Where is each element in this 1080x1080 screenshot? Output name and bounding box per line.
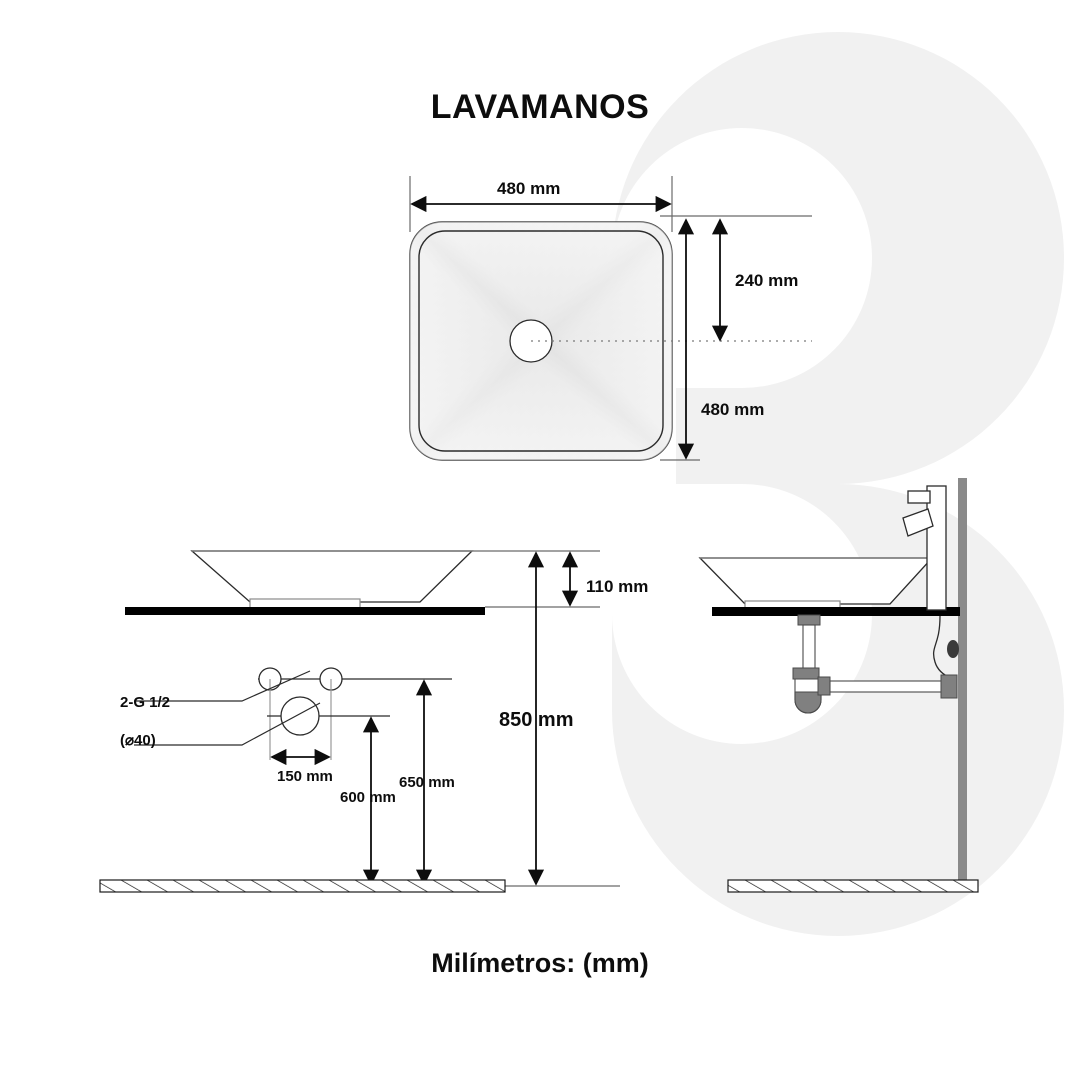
top-view-basin-inner bbox=[418, 230, 664, 452]
leader-supply bbox=[134, 670, 311, 702]
callout-label-drain: (⌀40) bbox=[120, 731, 156, 749]
install-countertop bbox=[712, 607, 960, 616]
dim-label-center-height: 240 mm bbox=[735, 271, 799, 290]
callout-label-supply: 2-G 1/2 bbox=[120, 694, 171, 711]
diameter-icon: ⌀ bbox=[125, 732, 135, 749]
trap-elbow bbox=[817, 676, 831, 696]
units-note: Milímetros: (mm) bbox=[431, 948, 649, 978]
side-view-group bbox=[99, 550, 620, 893]
waste-wall-collar bbox=[940, 674, 958, 699]
side-view-countertop bbox=[125, 607, 485, 615]
dim-label-supply-height: 650 mm bbox=[399, 774, 455, 791]
dim-label-drain-height: 600 mm bbox=[340, 789, 396, 806]
install-floor bbox=[727, 879, 979, 893]
dim-label-supply-spacing: 150 mm bbox=[277, 768, 333, 785]
side-view-floor bbox=[99, 879, 506, 893]
watermark-numeral-3 bbox=[612, 32, 1064, 936]
supply-valve bbox=[947, 640, 959, 658]
drain-tailpiece bbox=[802, 624, 816, 671]
callout-drain-suffix: ) bbox=[150, 732, 156, 749]
dim-label-counter-height: 850 mm bbox=[499, 709, 574, 731]
dim-label-top-width: 480 mm bbox=[497, 179, 561, 198]
faucet-spout bbox=[907, 490, 931, 504]
faucet-handle bbox=[902, 508, 934, 537]
dim-label-basin-height: 110 mm bbox=[586, 577, 649, 596]
trap-bowl bbox=[794, 691, 822, 714]
dim-label-depth: 480 mm bbox=[701, 400, 765, 419]
callout-drain-prefix: ( bbox=[120, 732, 125, 749]
drain-flange bbox=[797, 614, 821, 626]
side-view-basin-foot bbox=[249, 598, 361, 609]
waste-pipe bbox=[829, 680, 943, 693]
faucet-body bbox=[926, 485, 947, 611]
page-title: LAVAMANOS bbox=[430, 88, 650, 126]
side-view-basin bbox=[190, 550, 474, 603]
trap-collar bbox=[792, 667, 820, 680]
drain-hole bbox=[280, 696, 320, 736]
callout-drain-value: 40 bbox=[134, 732, 151, 749]
install-view-group bbox=[698, 478, 979, 893]
leader-drain bbox=[134, 702, 321, 746]
install-wall bbox=[958, 478, 967, 892]
top-view-group bbox=[409, 176, 812, 461]
